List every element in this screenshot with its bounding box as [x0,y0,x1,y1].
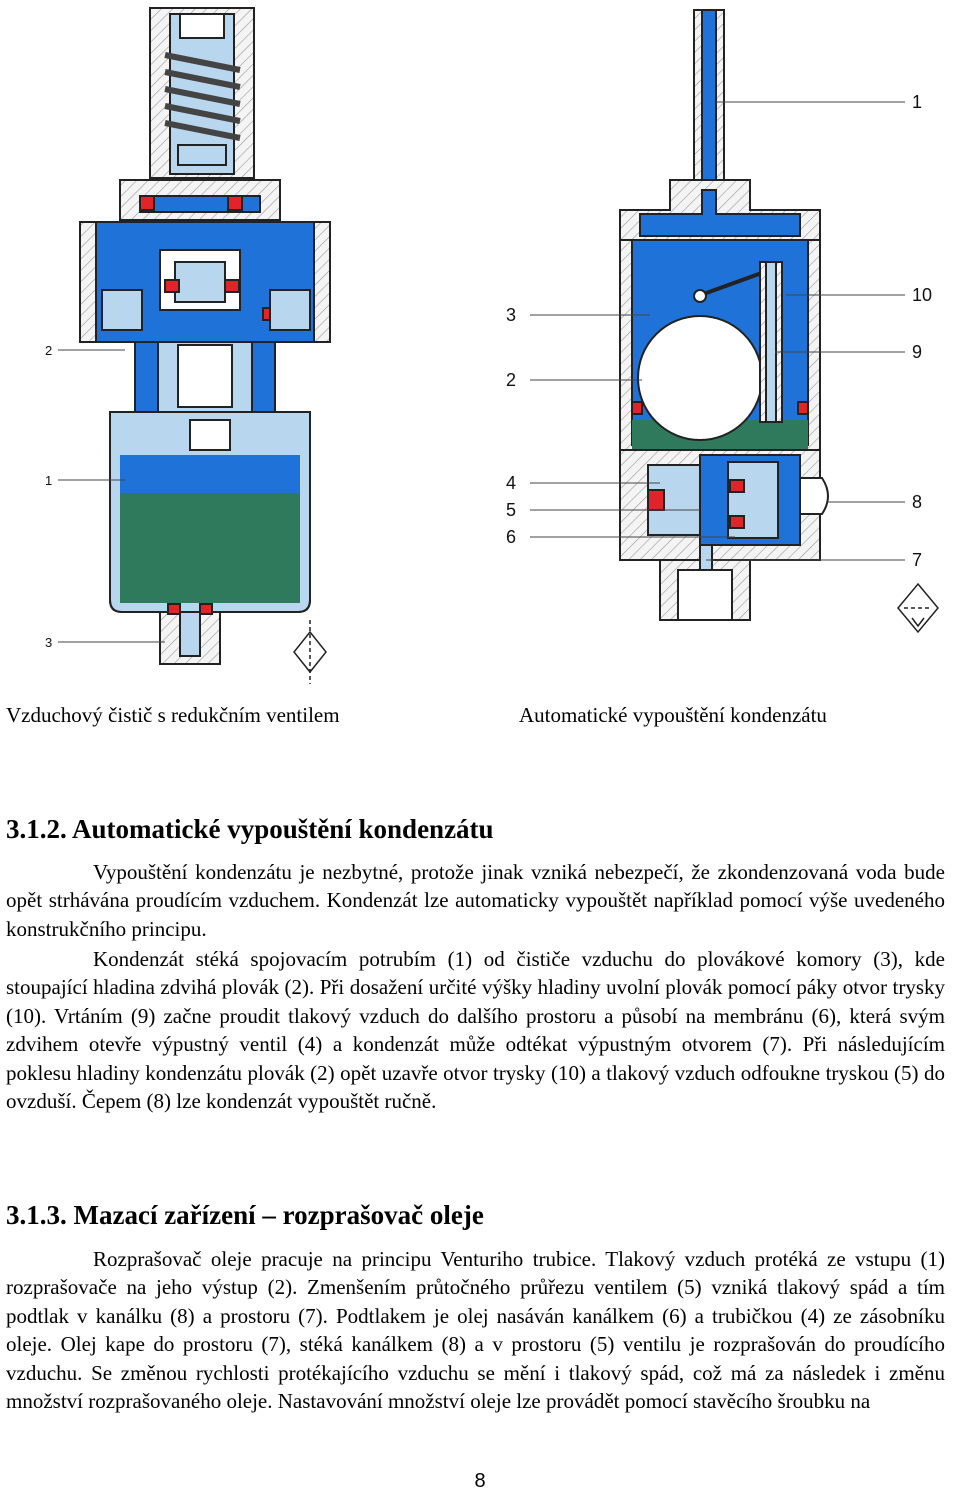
figures: 2 1 3 [0,0,960,690]
filter-symbol-right [897,582,939,634]
caption-condensate-drain: Automatické vypouštění kondenzátu [519,703,827,727]
right-label-4: 4 [506,473,516,493]
filter-symbol-left [293,620,327,684]
right-label-6: 6 [506,527,516,547]
right-label-9: 9 [912,342,922,362]
right-label-2: 2 [506,370,516,390]
filter-regulator-drawing [79,7,331,665]
paragraph-condensate-intro: Vypouštění kondenzátu je nezbytné, proto… [6,860,945,941]
section-heading-lubricator: 3.1.3. Mazací zařízení – rozprašovač ole… [6,1200,484,1230]
right-label-3: 3 [506,305,516,325]
caption-filter-regulator: Vzduchový čistič s redukčním ventilem [6,703,340,727]
left-label-2: 2 [45,343,52,358]
paragraph-lubricator: Rozprašovač oleje pracuje na principu Ve… [6,1247,945,1414]
paragraph-condensate-function: Kondenzát stéká spojovacím potrubím (1) … [6,947,945,1114]
left-callouts [58,349,165,643]
right-label-1: 1 [912,92,922,112]
right-label-5: 5 [506,500,516,520]
technical-drawings: 2 1 3 [45,7,939,684]
section-heading-condensate: 3.1.2. Automatické vypouštění kondenzátu [6,814,494,844]
right-label-8: 8 [912,492,922,512]
condensate-drain-drawing [619,9,829,621]
right-label-10: 10 [912,285,932,305]
right-label-7: 7 [912,550,922,570]
left-label-1: 1 [45,473,52,488]
left-label-3: 3 [45,635,52,650]
page-number: 8 [474,1470,486,1492]
right-callouts [530,101,905,561]
